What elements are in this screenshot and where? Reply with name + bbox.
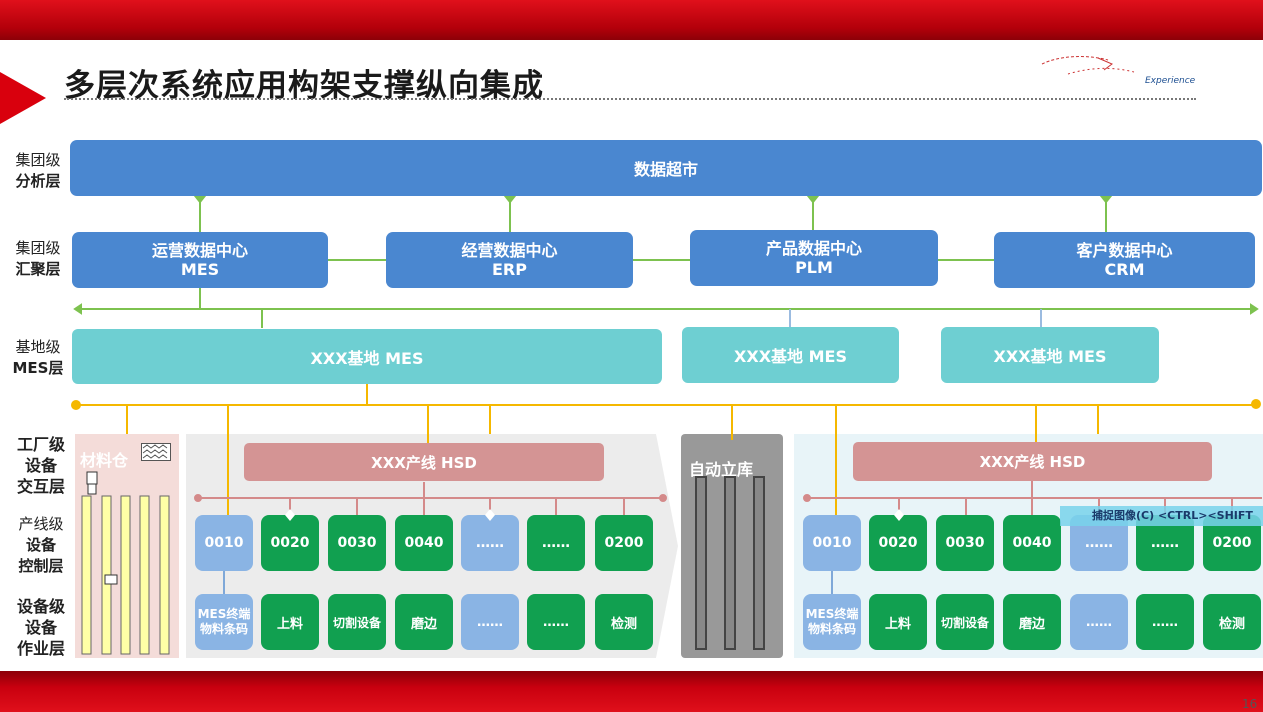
station-0040-right: 0040 [1003, 515, 1061, 571]
company-logo-icon [1041, 56, 1135, 75]
station-0010-left: 0010 [195, 515, 253, 571]
logo-text: Experience [1145, 76, 1196, 86]
device-ellipsis-2-left: …… [527, 594, 585, 650]
level-label-interaction: 工厂级设备交互层 [16, 435, 65, 496]
auto-warehouse-label: 自动立库 [689, 460, 754, 479]
station-0030-right: 0030 [936, 515, 994, 571]
storage-racks-icon [81, 471, 170, 655]
chevron-right-icon [656, 434, 678, 658]
device-cutting-left: 切割设备 [328, 594, 386, 650]
station-0020-left: 0020 [261, 515, 319, 571]
title-underline [64, 98, 1196, 100]
device-edging-right: 磨边 [1003, 594, 1061, 650]
device-loading-right: 上料 [869, 594, 927, 650]
device-mes-terminal-left: MES终端物料条码 [195, 594, 253, 650]
level-label-control: 产线级设备控制层 [18, 515, 64, 575]
top-banner [0, 0, 1263, 40]
red-arrow-marker [0, 72, 46, 124]
station-0040-left: 0040 [395, 515, 453, 571]
station-0010-right: 0010 [803, 515, 861, 571]
level-label-aggregation: 集团级汇聚层 [15, 239, 61, 278]
hsd-box-left: XXX产线 HSD [244, 443, 604, 481]
station-ellipsis-1-left: …… [461, 515, 519, 571]
data-market-box: 数据超市 [70, 140, 1262, 196]
bottom-banner [0, 671, 1263, 712]
device-cutting-right: 切割设备 [936, 594, 994, 650]
device-ellipsis-1-left: …… [461, 594, 519, 650]
hsd-box-right: XXX产线 HSD [853, 442, 1212, 481]
screenshot-tooltip: 捕捉图像(C) <CTRL><SHIFT [1060, 506, 1263, 526]
device-loading-left: 上料 [261, 594, 319, 650]
base-mes-box-1: XXX基地 MES [72, 329, 662, 384]
station-ellipsis-2-left: …… [527, 515, 585, 571]
device-inspection-right: 检测 [1203, 594, 1261, 650]
material-warehouse-label: 材料仓 [80, 451, 129, 470]
station-0030-left: 0030 [328, 515, 386, 571]
wave-pattern-icon [141, 443, 171, 461]
level-label-operation: 设备级设备作业层 [16, 597, 65, 658]
level-label-analysis: 集团级分析层 [15, 151, 61, 190]
base-mes-box-3: XXX基地 MES [941, 327, 1159, 383]
page-number: 16 [1242, 697, 1258, 711]
device-mes-terminal-right: MES终端物料条码 [803, 594, 861, 650]
device-ellipsis-2-right: …… [1136, 594, 1194, 650]
station-0020-right: 0020 [869, 515, 927, 571]
auto-warehouse-racks-icon [695, 476, 765, 650]
device-edging-left: 磨边 [395, 594, 453, 650]
device-ellipsis-1-right: …… [1070, 594, 1128, 650]
station-0200-left: 0200 [595, 515, 653, 571]
device-inspection-left: 检测 [595, 594, 653, 650]
base-mes-box-2: XXX基地 MES [682, 327, 899, 383]
